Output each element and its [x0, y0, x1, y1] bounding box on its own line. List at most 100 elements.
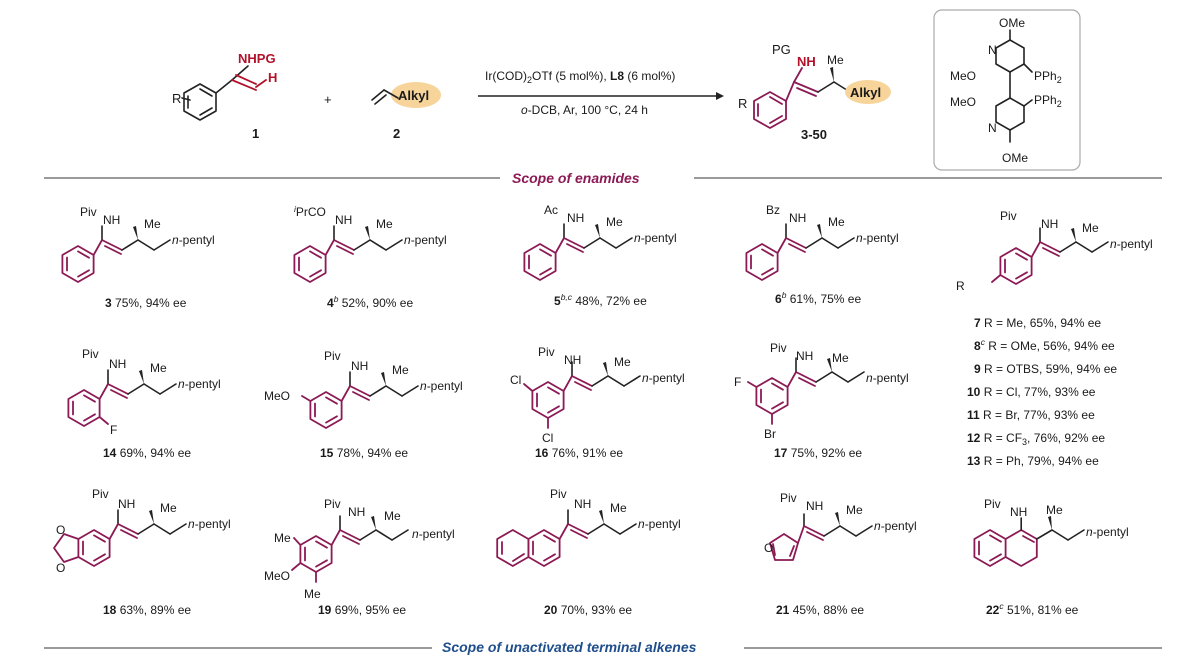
svg-text:Me: Me [150, 361, 167, 375]
svg-text:Piv: Piv [984, 497, 1001, 511]
svg-text:NH: NH [335, 213, 352, 227]
svg-text:11 R = Br, 77%, 93% ee: 11 R = Br, 77%, 93% ee [967, 408, 1095, 422]
svg-text:n-pentyl: n-pentyl [404, 233, 447, 247]
compound-16-yield: 16 76%, 91% ee [535, 446, 623, 460]
svg-text:Me: Me [1046, 503, 1063, 517]
svg-text:NH: NH [109, 357, 126, 371]
svg-text:n-pentyl: n-pentyl [188, 517, 231, 531]
svg-text:n-pentyl: n-pentyl [1110, 237, 1153, 251]
svg-text:Me: Me [610, 501, 627, 515]
svg-text:Me: Me [1082, 221, 1099, 235]
svg-text:Ac: Ac [544, 203, 558, 217]
product-r-label: R [738, 96, 747, 111]
svg-text:Scope of unactivated terminal: Scope of unactivated terminal alkenes [442, 639, 697, 655]
reactant2-number: 2 [393, 126, 400, 141]
ligand-ome-bottom: OMe [1002, 151, 1028, 165]
svg-text:Piv: Piv [80, 205, 97, 219]
svg-text:NH: NH [567, 211, 584, 225]
reactant1-h-label: H [268, 70, 277, 85]
svg-text:Scope of enamides: Scope of enamides [512, 170, 640, 186]
svg-text:Piv: Piv [324, 349, 341, 363]
compound-17: Piv NH Me n-pentyl F Br [734, 341, 909, 441]
svg-text:Piv: Piv [324, 497, 341, 511]
product-3-50: PG NH Me Alkyl R 3-50 [738, 42, 891, 142]
conditions-line-2: o-DCB, Ar, 100 °C, 24 h [521, 103, 648, 117]
compound-18: Piv NH Me n-pentyl O O [53, 487, 231, 575]
svg-text:13 R = Ph, 79%, 94% ee: 13 R = Ph, 79%, 94% ee [967, 454, 1099, 468]
svg-text:Me: Me [614, 355, 631, 369]
svg-text:NH: NH [806, 499, 823, 513]
svg-text:NH: NH [1041, 217, 1058, 231]
svg-text:n-pentyl: n-pentyl [1086, 525, 1129, 539]
svg-text:NH: NH [564, 353, 581, 367]
svg-text:Me: Me [392, 363, 409, 377]
product-me-label: Me [827, 53, 844, 67]
svg-text:iPrCO: iPrCO [294, 204, 326, 219]
svg-text:Me: Me [846, 503, 863, 517]
product-alkyl-label: Alkyl [850, 85, 881, 100]
svg-text:n-pentyl: n-pentyl [638, 517, 681, 531]
svg-text:n-pentyl: n-pentyl [420, 379, 463, 393]
r-group-list: 7 R = Me, 65%, 94% ee 8c R = OMe, 56%, 9… [967, 316, 1117, 468]
product-pg-label: PG [772, 42, 791, 57]
product-number: 3-50 [801, 127, 827, 142]
ligand-pph2-2: PPh2 [1034, 93, 1062, 109]
svg-text:NH: NH [574, 497, 591, 511]
ligand-meo-2: MeO [950, 95, 976, 109]
svg-text:Me: Me [376, 217, 393, 231]
svg-text:NH: NH [348, 505, 365, 519]
compound-7-13: Piv NH Me n-pentyl R [956, 209, 1153, 293]
svg-text:n-pentyl: n-pentyl [866, 371, 909, 385]
compound-16: Piv NH Me n-pentyl Cl Cl [510, 345, 685, 445]
svg-text:NH: NH [351, 359, 368, 373]
compound-17-yield: 17 75%, 92% ee [774, 446, 862, 460]
svg-text:O: O [56, 561, 65, 575]
ligand-meo-1: MeO [950, 69, 976, 83]
svg-text:8c R = OMe, 56%, 94% ee: 8c R = OMe, 56%, 94% ee [974, 337, 1115, 353]
svg-text:Br: Br [764, 427, 776, 441]
compound-14-yield: 14 69%, 94% ee [103, 446, 191, 460]
compound-14: Piv NH Me n-pentyl F [67, 347, 221, 437]
compound-20: Piv NH Me n-pentyl [496, 487, 681, 567]
compound-15-yield: 15 78%, 94% ee [320, 446, 408, 460]
reactant1-nhpg-label: NHPG [238, 51, 276, 66]
svg-text:Me: Me [384, 509, 401, 523]
compound-21-yield: 21 45%, 88% ee [776, 603, 864, 617]
svg-text:F: F [110, 423, 117, 437]
svg-text:9 R = OTBS, 59%, 94% ee: 9 R = OTBS, 59%, 94% ee [974, 362, 1117, 376]
svg-text:7 R = Me, 65%, 94% ee: 7 R = Me, 65%, 94% ee [974, 316, 1101, 330]
ligand-n-2: N [988, 121, 997, 135]
svg-text:Bz: Bz [766, 203, 780, 217]
ligand-n-1: N [988, 43, 997, 57]
compound-5-yield: 5b,c 48%, 72% ee [554, 292, 647, 308]
reactant-1: NHPG H R 1 [172, 51, 277, 141]
compound-22-yield: 22c 51%, 81% ee [986, 601, 1079, 617]
reactant1-r-label: R [172, 91, 181, 106]
svg-text:Piv: Piv [550, 487, 567, 501]
ligand-ome-top: OMe [999, 16, 1025, 30]
reaction-arrow: Ir(COD)2OTf (5 mol%), L8 (6 mol%) o-DCB,… [478, 69, 724, 117]
ligand-pph2-1: PPh2 [1034, 69, 1062, 85]
compound-5: Ac NH Me n-pentyl [523, 203, 677, 281]
compound-19: Piv NH Me n-pentyl Me MeO Me [264, 497, 455, 601]
svg-text:Piv: Piv [770, 341, 787, 355]
svg-text:10 R = Cl, 77%, 93% ee: 10 R = Cl, 77%, 93% ee [967, 385, 1096, 399]
compound-4-yield: 4b 52%, 90% ee [327, 294, 413, 310]
svg-text:Me: Me [304, 587, 321, 601]
svg-text:Me: Me [274, 531, 291, 545]
compound-4: iPrCO NH Me n-pentyl [293, 204, 447, 283]
svg-text:Me: Me [160, 501, 177, 515]
compound-3-yield: 3 75%, 94% ee [105, 296, 187, 310]
compound-15: Piv NH Me n-pentyl MeO [264, 349, 463, 429]
svg-text:n-pentyl: n-pentyl [634, 231, 677, 245]
compound-20-yield: 20 70%, 93% ee [544, 603, 632, 617]
svg-text:NH: NH [103, 213, 120, 227]
svg-text:n-pentyl: n-pentyl [178, 377, 221, 391]
compound-18-yield: 18 63%, 89% ee [103, 603, 191, 617]
svg-text:NH: NH [789, 211, 806, 225]
compound-3: Piv NH Me n-pentyl [61, 205, 215, 283]
svg-text:F: F [734, 375, 741, 389]
svg-text:Me: Me [144, 217, 161, 231]
compound-19-yield: 19 69%, 95% ee [318, 603, 406, 617]
